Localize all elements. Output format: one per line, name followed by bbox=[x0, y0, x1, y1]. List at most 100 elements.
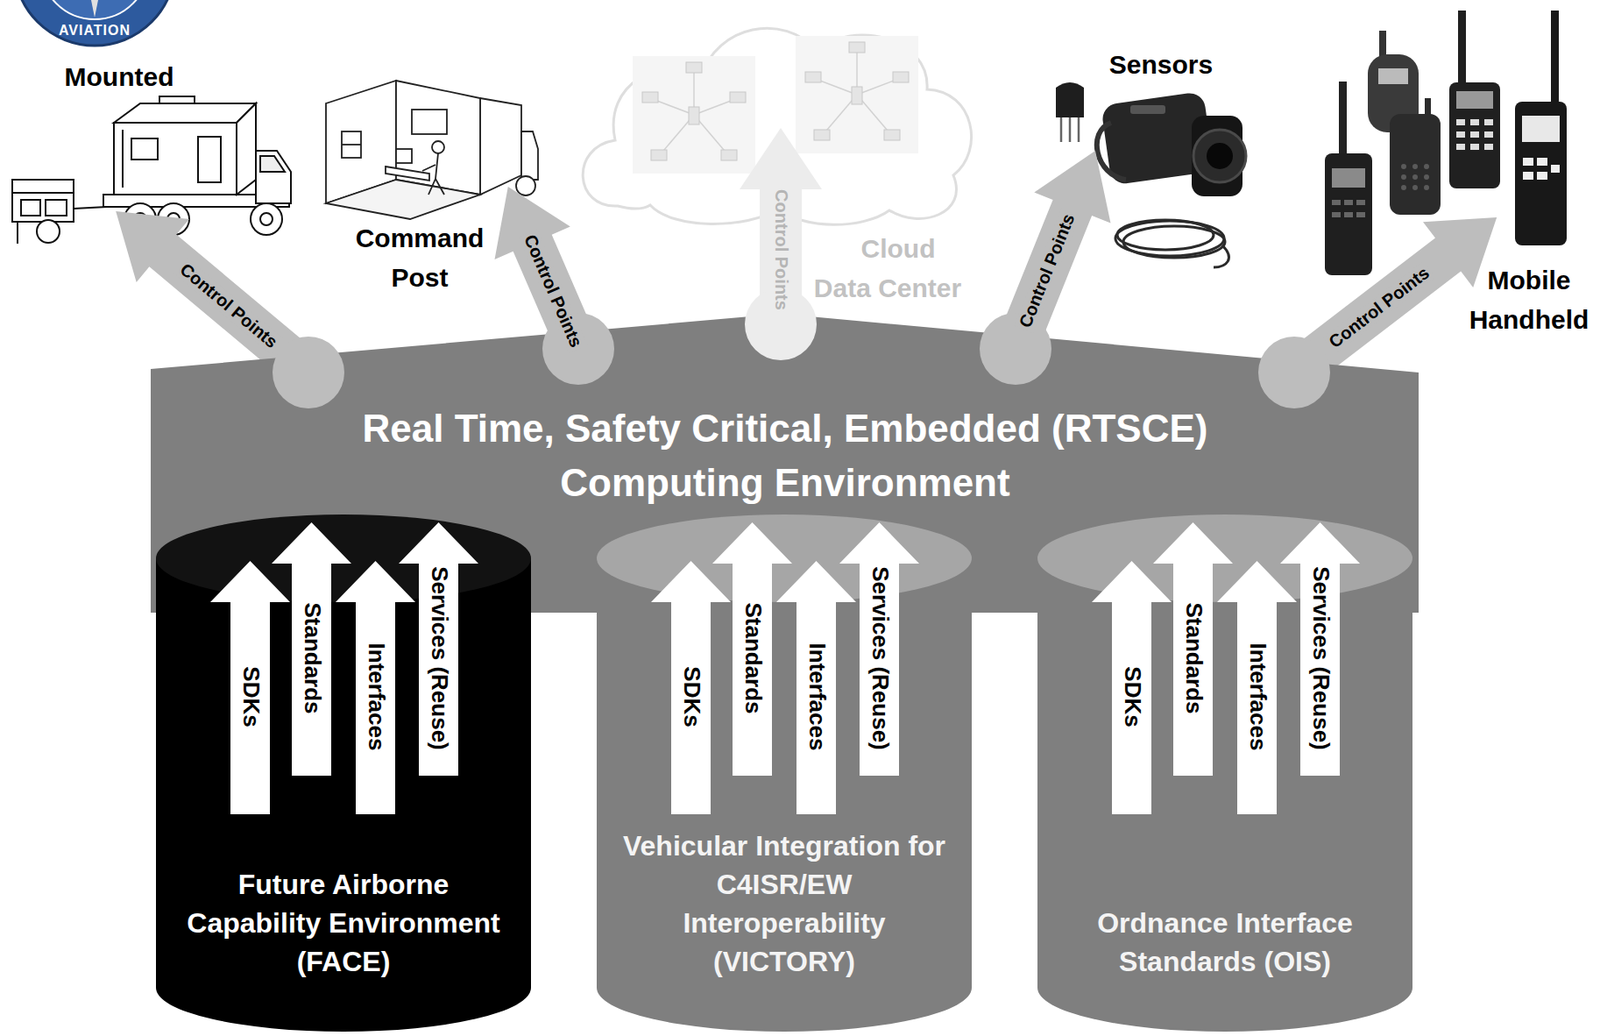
block-arrow-shape bbox=[398, 522, 479, 776]
handheld-radios-drawing bbox=[1331, 212, 1341, 218]
mounted-truck-drawing bbox=[250, 203, 283, 235]
block-arrow-shape bbox=[776, 560, 857, 815]
handheld-radios-drawing bbox=[1456, 119, 1466, 126]
handheld-radios-drawing bbox=[1356, 212, 1366, 218]
block-arrow: Services (Reuse) bbox=[398, 522, 479, 776]
block-arrow: Services (Reuse) bbox=[839, 522, 920, 776]
mounted-truck-drawing bbox=[12, 191, 74, 194]
cloud-data-center-drawing bbox=[729, 92, 746, 103]
handheld-radios-drawing bbox=[1456, 119, 1494, 150]
handheld-radios-drawing bbox=[1470, 119, 1480, 126]
handheld-radios-drawing bbox=[1456, 91, 1494, 109]
sensors-drawing bbox=[1077, 117, 1081, 142]
handheld-radios-drawing bbox=[1401, 163, 1407, 170]
handheld-radios-drawing bbox=[1378, 68, 1409, 85]
command-post-drawing bbox=[521, 131, 539, 180]
cloud-data-center-drawing bbox=[795, 35, 919, 154]
node-label: Command Post bbox=[345, 218, 495, 298]
handheld-radios-drawing bbox=[1389, 113, 1441, 215]
handheld-radios-drawing bbox=[1344, 212, 1353, 218]
mounted-truck-drawing bbox=[36, 219, 60, 243]
command-post-drawing bbox=[341, 131, 362, 158]
block-arrow: SDKs bbox=[1091, 560, 1172, 815]
standards-cylinder: Vehicular Integration for C4ISR/EW Inter… bbox=[596, 514, 972, 1032]
sensors-drawing bbox=[1115, 219, 1229, 268]
cloud-data-center-drawing bbox=[688, 106, 700, 125]
handheld-radios-drawing bbox=[1470, 143, 1480, 150]
mounted-truck-drawing bbox=[21, 199, 41, 216]
edge-label: Control Points bbox=[173, 257, 284, 354]
handheld-radios-drawing bbox=[1412, 174, 1418, 180]
mounted-truck-drawing bbox=[45, 199, 67, 216]
handheld-radios-drawing bbox=[1458, 10, 1466, 85]
control-point-arrow bbox=[739, 127, 822, 325]
mounted-truck-drawing bbox=[113, 122, 237, 195]
mounted-truck-drawing bbox=[16, 221, 19, 244]
handheld-radios-drawing bbox=[1470, 131, 1480, 138]
handheld-radios-drawing bbox=[1536, 171, 1548, 180]
device-group: Command Post bbox=[324, 66, 539, 187]
block-arrow-shape bbox=[651, 560, 731, 815]
standards-cylinder: Future Airborne Capability Environment (… bbox=[155, 514, 531, 1032]
cloud-data-center-drawing bbox=[686, 62, 702, 73]
block-arrow-shape bbox=[1091, 560, 1172, 815]
block-arrow: Services (Reuse) bbox=[1280, 522, 1360, 776]
block-arrow-shape bbox=[210, 560, 291, 815]
cloud-data-center-drawing bbox=[721, 149, 737, 161]
command-post-drawing bbox=[341, 143, 362, 146]
handheld-radios-drawing bbox=[1536, 157, 1548, 166]
handheld-radios-drawing bbox=[1423, 163, 1430, 170]
mounted-truck-drawing bbox=[121, 129, 124, 188]
node-label: Ordnance Interface Standards (OIS) bbox=[1058, 903, 1392, 981]
command-post-drawing bbox=[431, 141, 445, 154]
node-label: Standards bbox=[1179, 601, 1207, 714]
handheld-radios-drawing bbox=[1522, 115, 1560, 142]
handheld-radios-drawing bbox=[1522, 157, 1534, 166]
node-label: Interfaces bbox=[361, 643, 390, 751]
cloud-data-center-drawing bbox=[849, 42, 865, 53]
node-label: Services (Reuse) bbox=[865, 566, 893, 751]
aviation-logo bbox=[91, 0, 99, 18]
sensors-drawing bbox=[1061, 117, 1079, 142]
handheld-radios-drawing bbox=[1331, 168, 1366, 188]
device-group: Cloud Data Center bbox=[583, 10, 980, 128]
node-label: SDKs bbox=[1118, 665, 1146, 727]
block-arrow: Standards bbox=[712, 522, 793, 776]
block-arrow-shape bbox=[271, 522, 352, 776]
handheld-radios-drawing bbox=[1550, 164, 1560, 173]
block-arrow: SDKs bbox=[210, 560, 291, 815]
sensors-drawing bbox=[1060, 117, 1063, 142]
sensors-drawing bbox=[1123, 226, 1225, 258]
command-post-drawing bbox=[480, 98, 522, 195]
cloud-data-center-drawing bbox=[892, 71, 909, 83]
handheld-radios-drawing bbox=[1423, 174, 1430, 180]
handheld-radios-drawing bbox=[1412, 163, 1418, 170]
command-post-drawing bbox=[411, 109, 447, 135]
logo-text: AVIATION bbox=[58, 21, 131, 39]
sensors-drawing bbox=[1055, 82, 1084, 118]
command-post-drawing bbox=[422, 153, 445, 195]
cylinder-body bbox=[596, 558, 972, 1032]
handheld-radios-drawing bbox=[1515, 101, 1567, 246]
node-label: SDKs bbox=[677, 665, 705, 727]
mounted-truck-drawing bbox=[198, 136, 221, 183]
handheld-radios-drawing bbox=[1449, 82, 1501, 189]
node-label: Vehicular Integration for C4ISR/EW Inter… bbox=[616, 826, 952, 981]
edge-label: Control Points bbox=[771, 186, 792, 313]
node-label: Services (Reuse) bbox=[1306, 566, 1334, 751]
block-arrow: Interfaces bbox=[1217, 560, 1297, 815]
aviation-logo bbox=[40, 0, 149, 20]
command-post-drawing bbox=[325, 179, 481, 220]
control-point-circle bbox=[1258, 336, 1331, 409]
device-group: Mounted bbox=[5, 97, 297, 212]
mounted-truck-drawing bbox=[255, 150, 291, 204]
sensors-drawing bbox=[1213, 245, 1229, 268]
mounted-truck-drawing bbox=[73, 206, 107, 209]
standards-cylinder: Ordnance Interface Standards (OIS) SDKs St… bbox=[1037, 514, 1413, 1032]
block-arrow: Interfaces bbox=[335, 560, 416, 815]
cylinder-body bbox=[1037, 558, 1413, 1032]
node-label: Services (Reuse) bbox=[424, 566, 453, 751]
block-arrow-shape bbox=[335, 560, 416, 815]
cylinder-body bbox=[155, 558, 531, 1032]
handheld-radios-drawing bbox=[1484, 143, 1494, 150]
